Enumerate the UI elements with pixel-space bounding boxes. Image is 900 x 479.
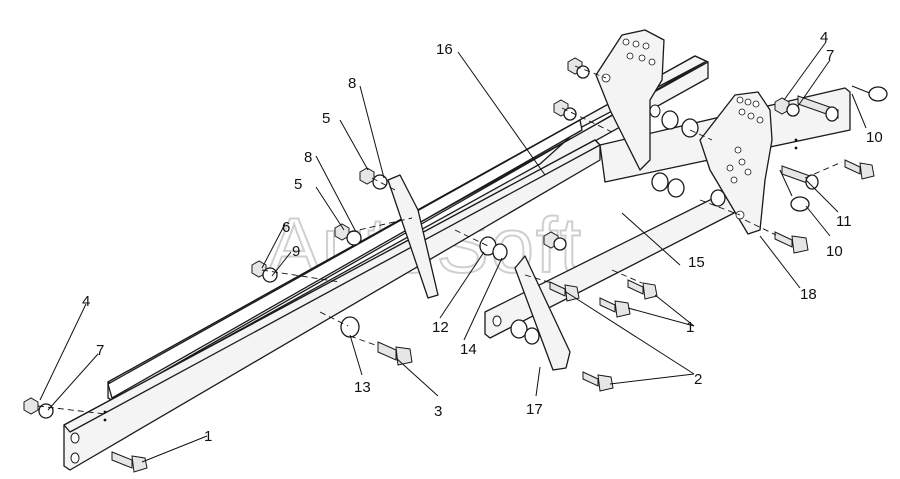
hitch-plate-18 bbox=[595, 29, 773, 235]
callout-7-right: 7 bbox=[826, 47, 834, 64]
callout-15: 15 bbox=[688, 254, 705, 271]
callout-7-left: 7 bbox=[96, 342, 104, 359]
callout-12: 12 bbox=[432, 319, 449, 336]
leader-lines bbox=[39, 41, 867, 463]
callout-13-label: 13 bbox=[354, 379, 371, 396]
callout-4-right: 4 bbox=[820, 29, 828, 46]
callout-4-left: 4 bbox=[82, 293, 90, 310]
callout-2: 2 bbox=[694, 371, 702, 388]
mount-bracket-17 bbox=[387, 174, 571, 371]
callout-6: 6 bbox=[282, 219, 290, 236]
bushings bbox=[340, 110, 726, 345]
callout-9: 9 bbox=[292, 243, 300, 260]
callout-11: 11 bbox=[836, 213, 852, 230]
callout-17: 17 bbox=[526, 401, 543, 418]
callout-5-upper: 5 bbox=[322, 110, 330, 127]
callout-8-upper: 8 bbox=[348, 75, 356, 92]
callout-10-lower: 10 bbox=[826, 243, 843, 260]
callout-16: 16 bbox=[436, 41, 453, 58]
callout-10-upper: 10 bbox=[866, 129, 883, 146]
callout-13: 14 bbox=[460, 341, 477, 358]
callout-1-bottom: 1 bbox=[204, 428, 212, 445]
callout-5-lower: 5 bbox=[294, 176, 302, 193]
pins-and-clips bbox=[779, 85, 888, 212]
callout-8-lower: 8 bbox=[304, 149, 312, 166]
lower-beam bbox=[63, 139, 737, 471]
callout-1-right: 1 bbox=[686, 319, 694, 336]
callout-3: 3 bbox=[434, 403, 442, 420]
callout-labels: 1 1 2 3 4 4 5 5 6 7 7 8 8 9 10 10 11 12 … bbox=[82, 29, 883, 445]
callout-18: 18 bbox=[800, 286, 817, 303]
